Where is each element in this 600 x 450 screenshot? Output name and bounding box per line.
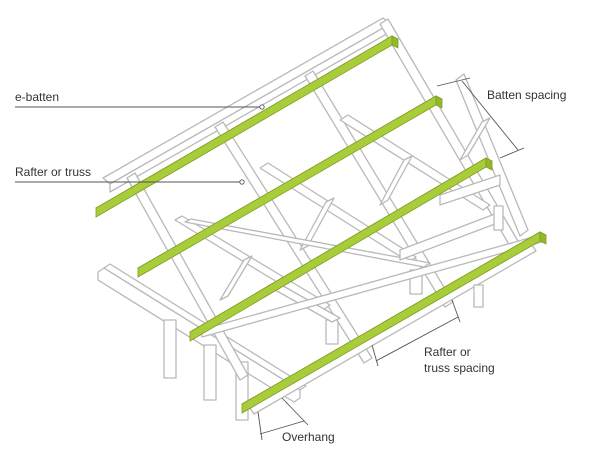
web-member [174, 215, 331, 311]
post [203, 344, 217, 401]
batten-spacing-label: Batten spacing [487, 88, 566, 102]
web-member [259, 162, 417, 263]
rafter-spacing-ext2 [451, 299, 461, 323]
overhang-dim [259, 420, 305, 435]
post [325, 319, 339, 345]
ceiling-joist [184, 218, 431, 268]
batten-2-end [435, 95, 443, 109]
batten-spacing-dim [461, 80, 519, 151]
eave-line [249, 244, 537, 415]
web-member [219, 255, 253, 301]
overhang-ext1 [257, 411, 263, 441]
annotations [15, 77, 525, 441]
web-member [299, 197, 335, 251]
rafter-spacing-ext1 [371, 344, 379, 367]
ceiling-joist [439, 174, 501, 206]
rafter-leader-dot [239, 179, 245, 185]
batten-3-end [485, 157, 493, 171]
rafter-or-truss-label: Rafter or truss [15, 165, 91, 179]
rafter-spacing-label-line2: truss spacing [424, 361, 495, 375]
batten-1-end [391, 35, 399, 49]
batten-spacing-ext2 [499, 147, 525, 159]
batten-spacing-ext1 [436, 77, 471, 87]
rafter-spacing-dim [375, 316, 459, 362]
overhang-label: Overhang [282, 430, 335, 444]
gable-stud [473, 284, 484, 308]
e-batten-label: e-batten [15, 90, 59, 104]
rafter-spacing-label-line1: Rafter or [424, 345, 471, 359]
battens [95, 35, 547, 414]
batten-1 [95, 35, 393, 218]
batten-4-end [539, 231, 547, 245]
web-member [379, 155, 413, 206]
web-member [459, 117, 491, 161]
rafter [126, 172, 249, 381]
eave-line [199, 234, 543, 338]
e-batten-leader-dot [259, 104, 265, 110]
labels: e-batten Rafter or truss Batten spacing … [15, 88, 566, 444]
overhang-ext2 [281, 397, 309, 426]
gable-stud [493, 205, 504, 231]
post [163, 319, 177, 379]
